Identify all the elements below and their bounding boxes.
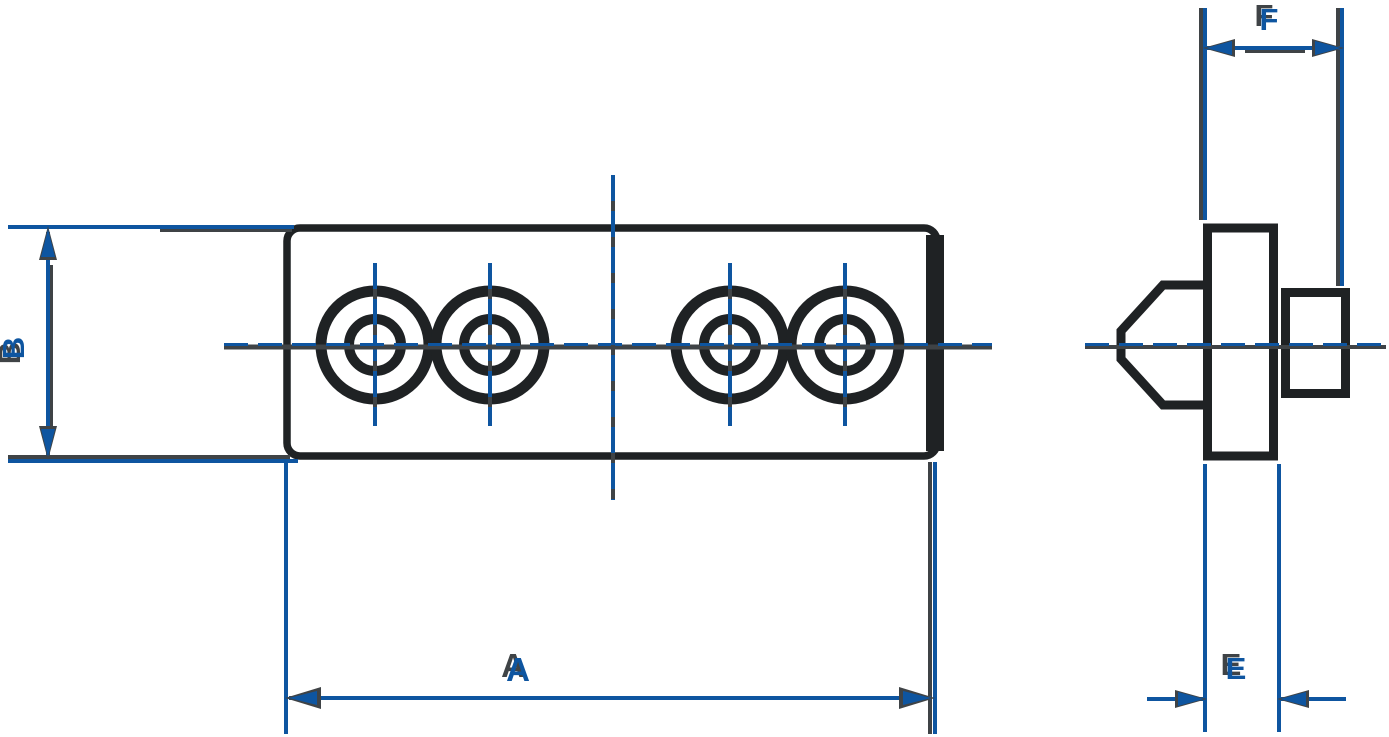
dim-b-arrow-top: [41, 229, 55, 257]
cone-notch-top: [1186, 292, 1200, 305]
cone-notch-bottom: [1186, 385, 1200, 398]
front-horizontal-centerline: [224, 343, 992, 350]
dim-a-arrow-right: [903, 691, 931, 705]
dimension-a: [284, 462, 937, 734]
side-horizontal-centerline: [1085, 343, 1386, 349]
dimension-b: [8, 225, 298, 463]
dim-label-e: E: [1225, 651, 1247, 686]
front-right-edge-face: [926, 235, 944, 451]
side-body-outline: [1203, 223, 1278, 461]
side-view: [1085, 223, 1386, 461]
dim-label-a: A: [506, 651, 530, 688]
dim-f-arrow-left: [1206, 41, 1232, 55]
dim-f-arrow-right: [1315, 41, 1341, 55]
dim-label-b: B: [0, 328, 34, 368]
dim-label-f: F: [1259, 2, 1279, 37]
dimension-e: [1147, 464, 1346, 732]
front-view: [224, 175, 992, 500]
dim-b-arrow-bottom: [41, 429, 55, 457]
dim-e-arrow-right: [1280, 692, 1306, 706]
dim-a-arrow-left: [289, 691, 317, 705]
dim-e-arrow-left: [1178, 692, 1204, 706]
dimension-f: [1199, 8, 1344, 286]
